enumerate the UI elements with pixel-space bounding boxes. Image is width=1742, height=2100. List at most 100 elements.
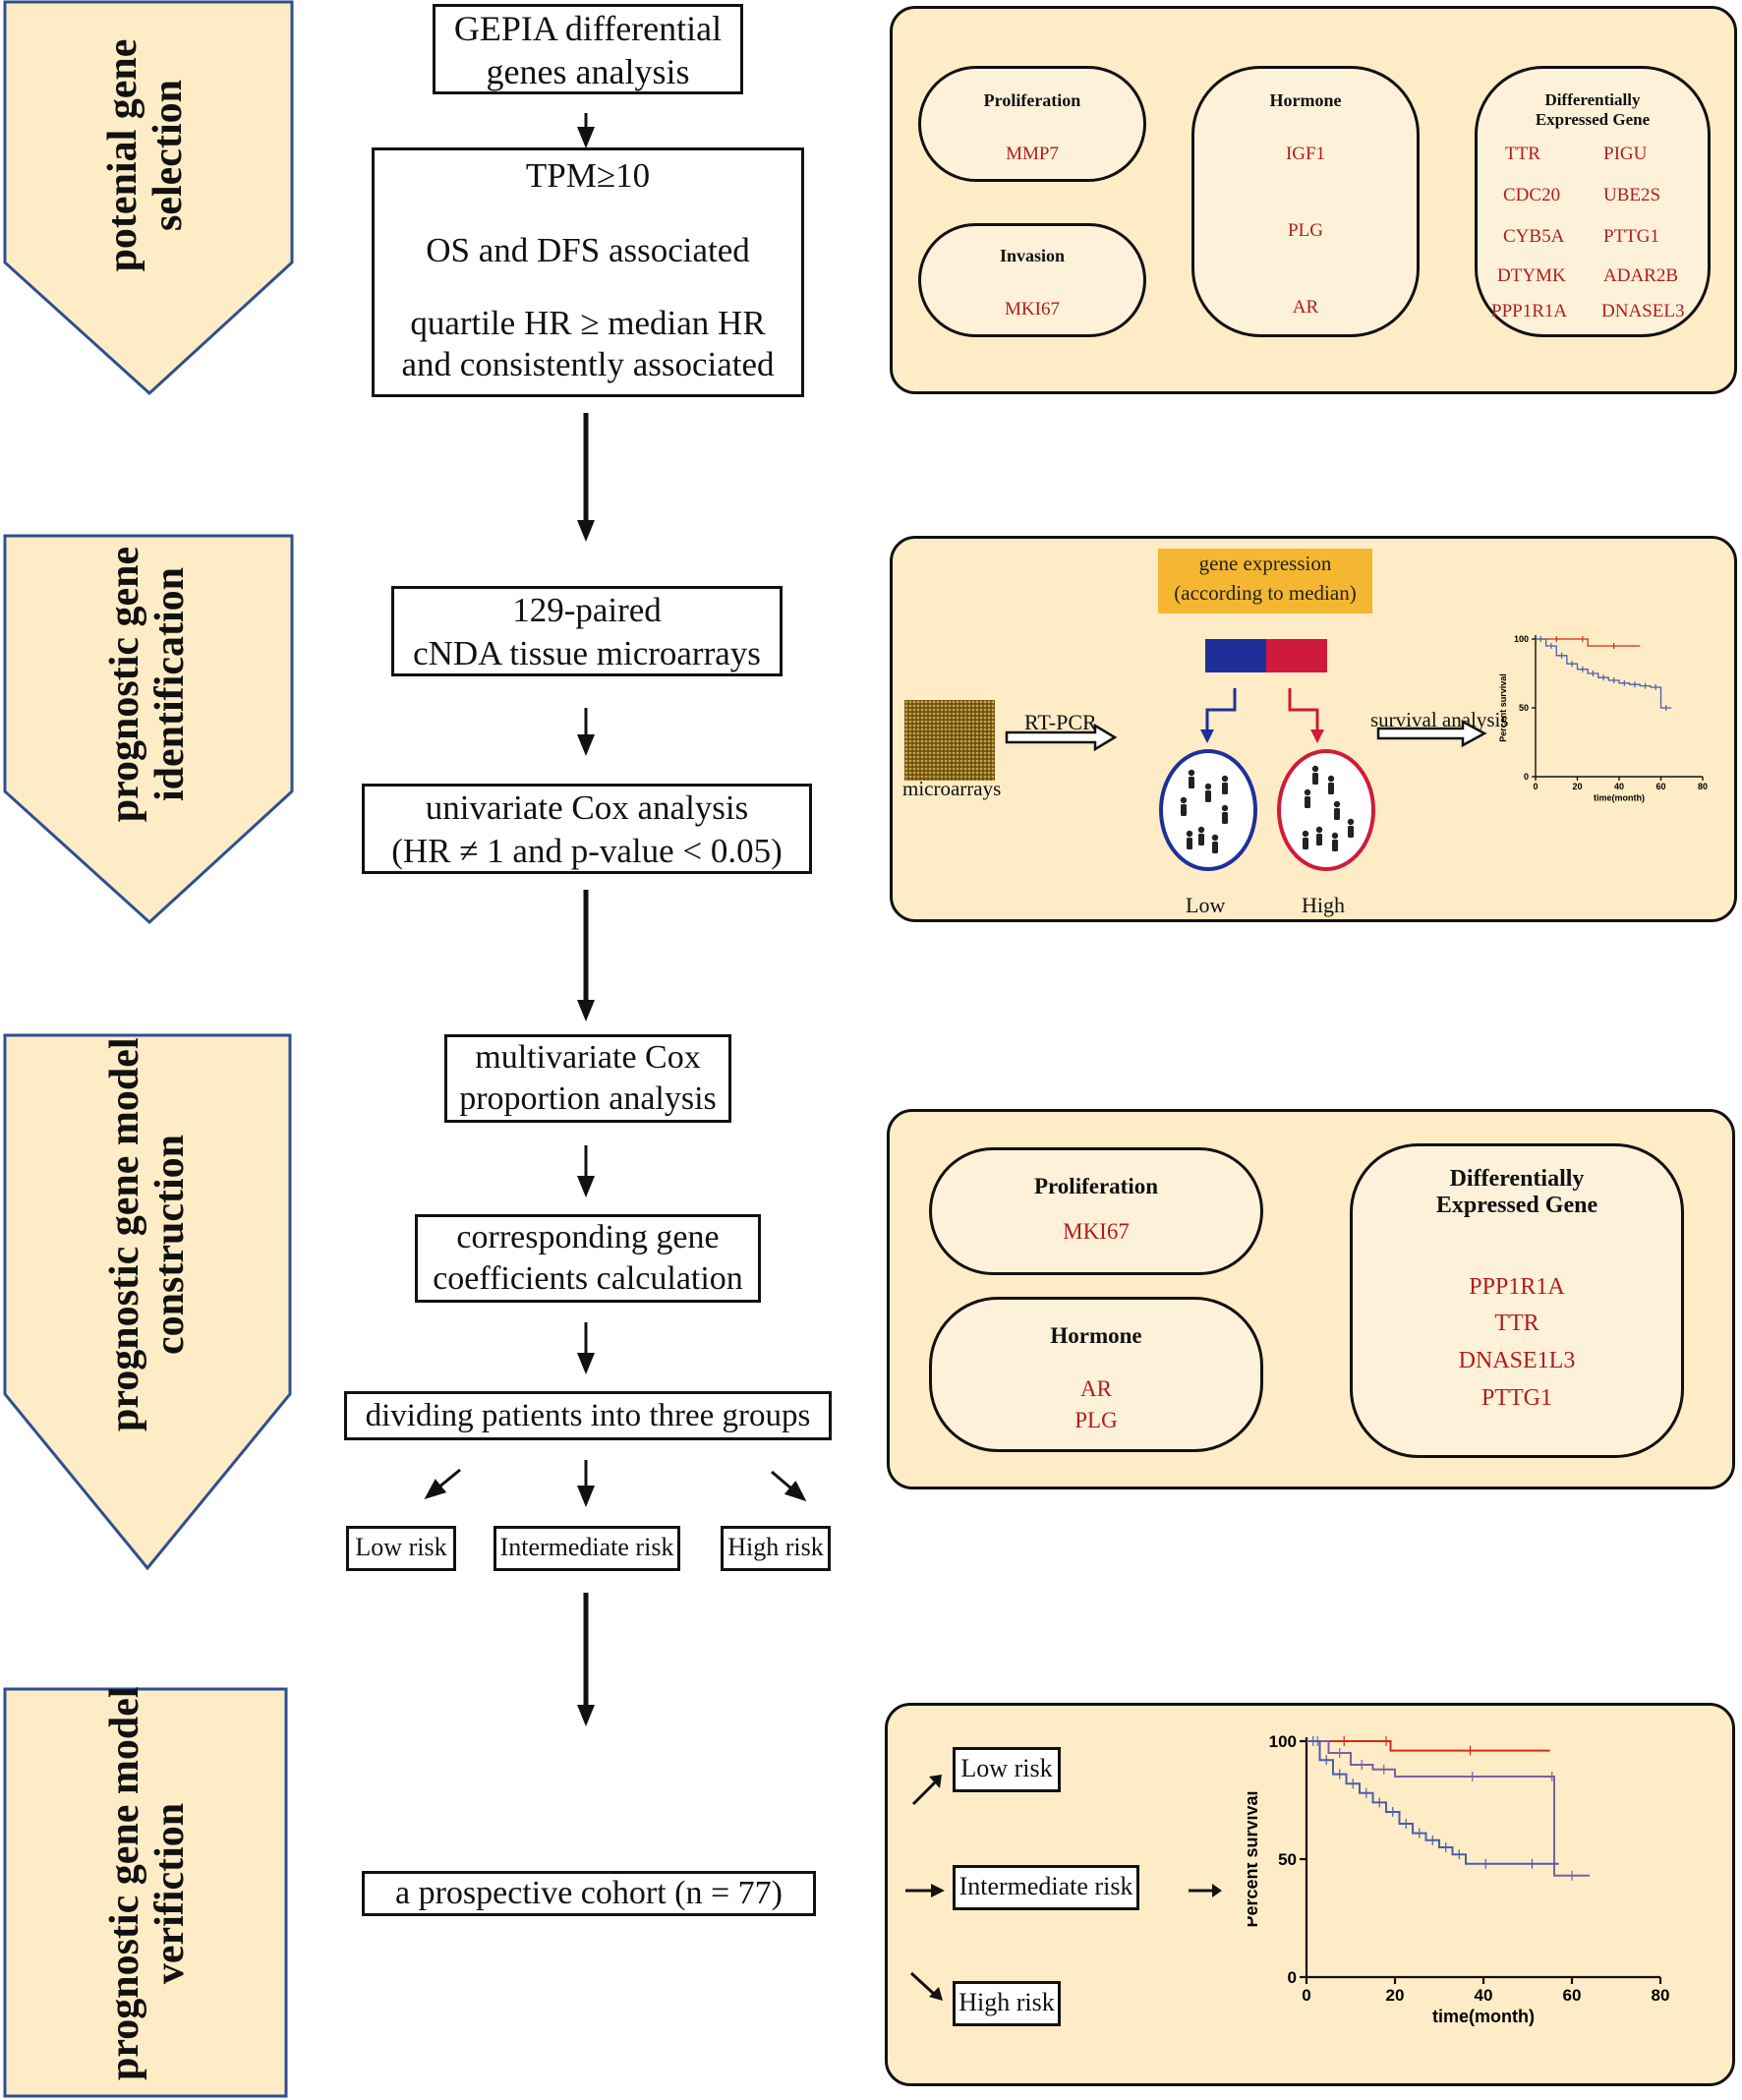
y-tick-label: 0 [1288, 1968, 1297, 1987]
x-tick-label: 60 [1655, 782, 1665, 791]
microarrays-label: microarrays [902, 777, 1002, 800]
person-icon [1188, 769, 1195, 777]
x-axis-label: time(month) [1432, 2007, 1535, 2026]
deg-pill: Differentially Expressed Gene TTR PIGU C… [1475, 66, 1711, 337]
low-risk-label-4: Low risk [953, 1747, 1061, 1792]
stage-shape-1 [3, 0, 294, 396]
person-icon [1302, 830, 1309, 838]
flow-arrows [424, 113, 807, 1726]
x-tick-label: 80 [1698, 782, 1708, 791]
x-tick-label: 0 [1302, 1986, 1310, 2005]
x-tick-label: 60 [1563, 1986, 1582, 2005]
high-group-label: High [1302, 893, 1345, 917]
low-expression-bar [1205, 639, 1266, 672]
y-tick-label: 100 [1269, 1732, 1297, 1751]
person-body [1189, 777, 1194, 788]
high-expression-bar [1266, 639, 1327, 672]
person-icon [1304, 788, 1311, 796]
x-tick-label: 20 [1572, 782, 1582, 791]
person-body [1198, 834, 1204, 846]
person-icon [1197, 826, 1205, 834]
stage-shape-4 [3, 1687, 288, 2098]
y-axis-label: Percent survival [1498, 673, 1508, 742]
dividing-box: dividing patients into three groups [344, 1391, 832, 1440]
deg-pill-3: Differentially Expressed Gene PPP1R1A TT… [1350, 1143, 1684, 1458]
survival-arrow [1376, 720, 1487, 748]
stage-shapes [3, 0, 294, 2098]
person-icon [1333, 800, 1341, 808]
intermediate-risk-box: Intermediate risk [494, 1526, 680, 1571]
person-icon [1311, 765, 1319, 773]
rtpcr-arrow [1005, 724, 1118, 752]
survival-curve-blue [1306, 1740, 1559, 1865]
stage-shape-3 [3, 1033, 292, 1571]
split-arrows [1200, 688, 1324, 743]
low-group-label: Low [1186, 893, 1226, 917]
x-axis-label: time(month) [1594, 793, 1645, 803]
univariate-box: univariate Cox analysis(HR ≠ 1 and p-val… [362, 784, 812, 874]
person-icon [1315, 826, 1323, 834]
person-body [1303, 838, 1308, 849]
cohort-box: a prospective cohort (n = 77) [362, 1871, 816, 1916]
person-icon [1186, 830, 1193, 838]
y-tick-label: 50 [1278, 1850, 1297, 1869]
survival-curve-blue [1536, 638, 1672, 709]
proliferation-pill: Proliferation MMP7 [918, 66, 1146, 182]
person-icon [1221, 775, 1229, 783]
risk-arrows [905, 1775, 1222, 2001]
x-tick-label: 40 [1475, 1986, 1493, 2005]
arrow-low [424, 1468, 461, 1499]
x-tick-label: 80 [1652, 1986, 1670, 2005]
gene-expression-header: gene expression(according to median) [1158, 549, 1372, 613]
x-tick-label: 40 [1614, 782, 1624, 791]
person-body [1332, 840, 1338, 851]
y-tick-label: 50 [1519, 703, 1529, 713]
hormone-pill-3: Hormone AR PLG [929, 1297, 1263, 1452]
person-body [1222, 812, 1228, 824]
person-body [1316, 834, 1322, 846]
y-axis-label: Percent survival [1248, 1790, 1261, 1927]
survival-curve-purple [1306, 1740, 1590, 1877]
invasion-pill: Invasion MKI67 [918, 223, 1146, 337]
low-risk-box: Low risk [346, 1526, 456, 1571]
arrow-high [771, 1470, 807, 1502]
person-body [1181, 804, 1187, 816]
person-body [1205, 790, 1211, 802]
person-body [1348, 826, 1354, 838]
criteria-box: TPM≥10 OS and DFS associated quartile HR… [372, 147, 804, 397]
person-body [1305, 796, 1310, 808]
low-group-circle [1159, 749, 1257, 871]
person-icon [1331, 832, 1339, 840]
hormone-pill: Hormone IGF1 PLG AR [1191, 66, 1420, 337]
identification-panel: microarrays RT-PCR gene expression(accor… [890, 536, 1737, 922]
person-body [1312, 773, 1318, 785]
intermediate-risk-label-4: Intermediate risk [953, 1865, 1139, 1910]
survival-curve-red [1536, 638, 1641, 647]
rtpcr-label: RT-PCR [1024, 710, 1097, 734]
person-body [1222, 783, 1228, 794]
gene-categories-panel-1: Proliferation MMP7 Invasion MKI67 Hormon… [890, 6, 1737, 394]
person-icon [1204, 783, 1212, 790]
high-risk-label-4: High risk [953, 1981, 1061, 2026]
y-tick-label: 100 [1514, 634, 1529, 644]
gene-categories-panel-3: Proliferation MKI67 Hormone AR PLG Diffe… [887, 1109, 1735, 1489]
y-tick-label: 0 [1524, 772, 1529, 782]
proliferation-pill-3: Proliferation MKI67 [929, 1147, 1263, 1275]
person-icon [1180, 796, 1188, 804]
microarray-grid [904, 700, 995, 781]
person-body [1334, 808, 1340, 820]
survival-curve-red [1306, 1740, 1550, 1752]
person-body [1187, 838, 1192, 849]
person-icon [1327, 775, 1335, 783]
